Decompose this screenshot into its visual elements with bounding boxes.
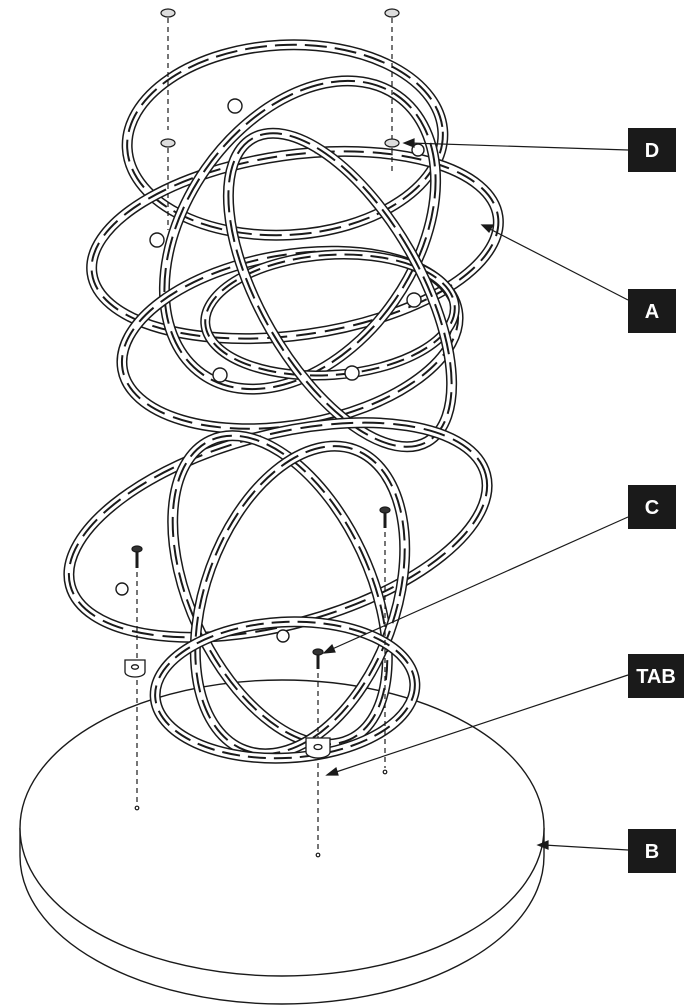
screws	[131, 506, 391, 858]
callout-label-b: B	[628, 829, 676, 873]
cap	[384, 138, 400, 175]
leader-line-b	[543, 844, 629, 851]
vertical-ring-2	[222, 127, 458, 453]
bottom-ring	[149, 616, 421, 764]
leader-line-tab	[332, 674, 629, 774]
cap	[384, 8, 400, 140]
caps	[160, 8, 400, 230]
leader-lines	[322, 138, 629, 851]
callout-d-text: D	[645, 140, 659, 162]
mounting-tabs	[124, 659, 331, 759]
callout-c-text: C	[645, 497, 659, 519]
cap	[160, 138, 176, 230]
inner-flat-ring	[200, 249, 460, 381]
top-ring	[121, 39, 449, 241]
cap	[160, 8, 176, 130]
leader-line-d	[409, 142, 629, 151]
callout-tab-text: TAB	[636, 666, 676, 688]
callout-a-text: A	[645, 301, 659, 323]
connector-balls	[115, 98, 425, 643]
callout-label-a: A	[628, 289, 676, 333]
callout-label-d: D	[628, 128, 676, 172]
screw	[131, 545, 143, 811]
callout-label-c: C	[628, 485, 676, 529]
leader-line-c	[329, 516, 629, 651]
callout-label-tab: TAB	[628, 654, 684, 698]
lower-vertical-ring-2	[189, 440, 411, 760]
screw	[312, 648, 324, 858]
vertical-ring-1	[158, 75, 442, 395]
callout-b-text: B	[645, 841, 659, 863]
leader-line-a	[487, 227, 629, 301]
mounting-tab	[305, 737, 331, 759]
upper-tilted-ring	[86, 145, 504, 345]
screw	[379, 506, 391, 775]
mounting-tab	[124, 659, 146, 678]
base	[19, 679, 545, 1005]
ring-sculpture	[63, 39, 504, 764]
